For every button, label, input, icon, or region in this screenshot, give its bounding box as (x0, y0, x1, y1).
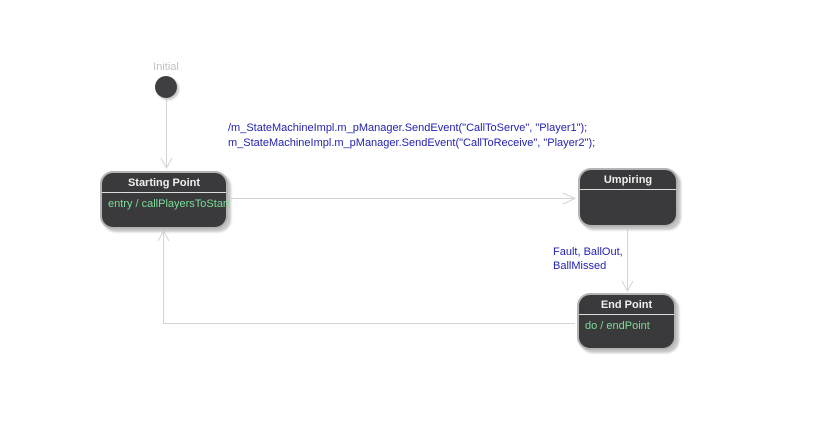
arrowhead-right-icon (562, 192, 577, 205)
state-starting-point[interactable]: Starting Point entry / callPlayersToStar… (100, 171, 230, 229)
initial-state-node[interactable] (155, 76, 177, 98)
state-entry-action: entry / callPlayersToStart (108, 198, 230, 210)
transition-end-point-to-starting-point[interactable] (157, 229, 575, 324)
state-body-empty (580, 190, 676, 195)
state-umpiring[interactable]: Umpiring (578, 168, 678, 227)
state-title: Umpiring (580, 170, 676, 190)
initial-state-label: Initial (153, 61, 179, 73)
transition-label-start-to-umpiring[interactable]: /m_StateMachineImpl.m_pManager.SendEvent… (228, 121, 595, 151)
state-title: End Point (579, 295, 674, 315)
transition-starting-point-to-umpiring[interactable] (231, 192, 577, 205)
arrowhead-down-icon (621, 280, 634, 293)
state-do-action: do / endPoint (585, 320, 650, 332)
transition-effect-line2: m_StateMachineImpl.m_pManager.SendEvent(… (228, 137, 596, 149)
arrowhead-up-icon (157, 229, 170, 242)
transition-trigger-line1: Fault, BallOut, (553, 246, 623, 258)
transition-trigger-line2: BallMissed (553, 260, 607, 272)
transition-umpiring-to-end-point[interactable] (621, 229, 634, 293)
arrowhead-down-icon (160, 157, 173, 170)
state-title: Starting Point (102, 173, 226, 193)
transition-effect-line1: /m_StateMachineImpl.m_pManager.SendEvent… (228, 122, 588, 134)
state-end-point[interactable]: End Point do / endPoint (577, 293, 676, 350)
transition-label-umpiring-to-end[interactable]: Fault, BallOut, BallMissed (553, 245, 623, 273)
transition-initial-to-starting-point[interactable] (160, 98, 173, 170)
